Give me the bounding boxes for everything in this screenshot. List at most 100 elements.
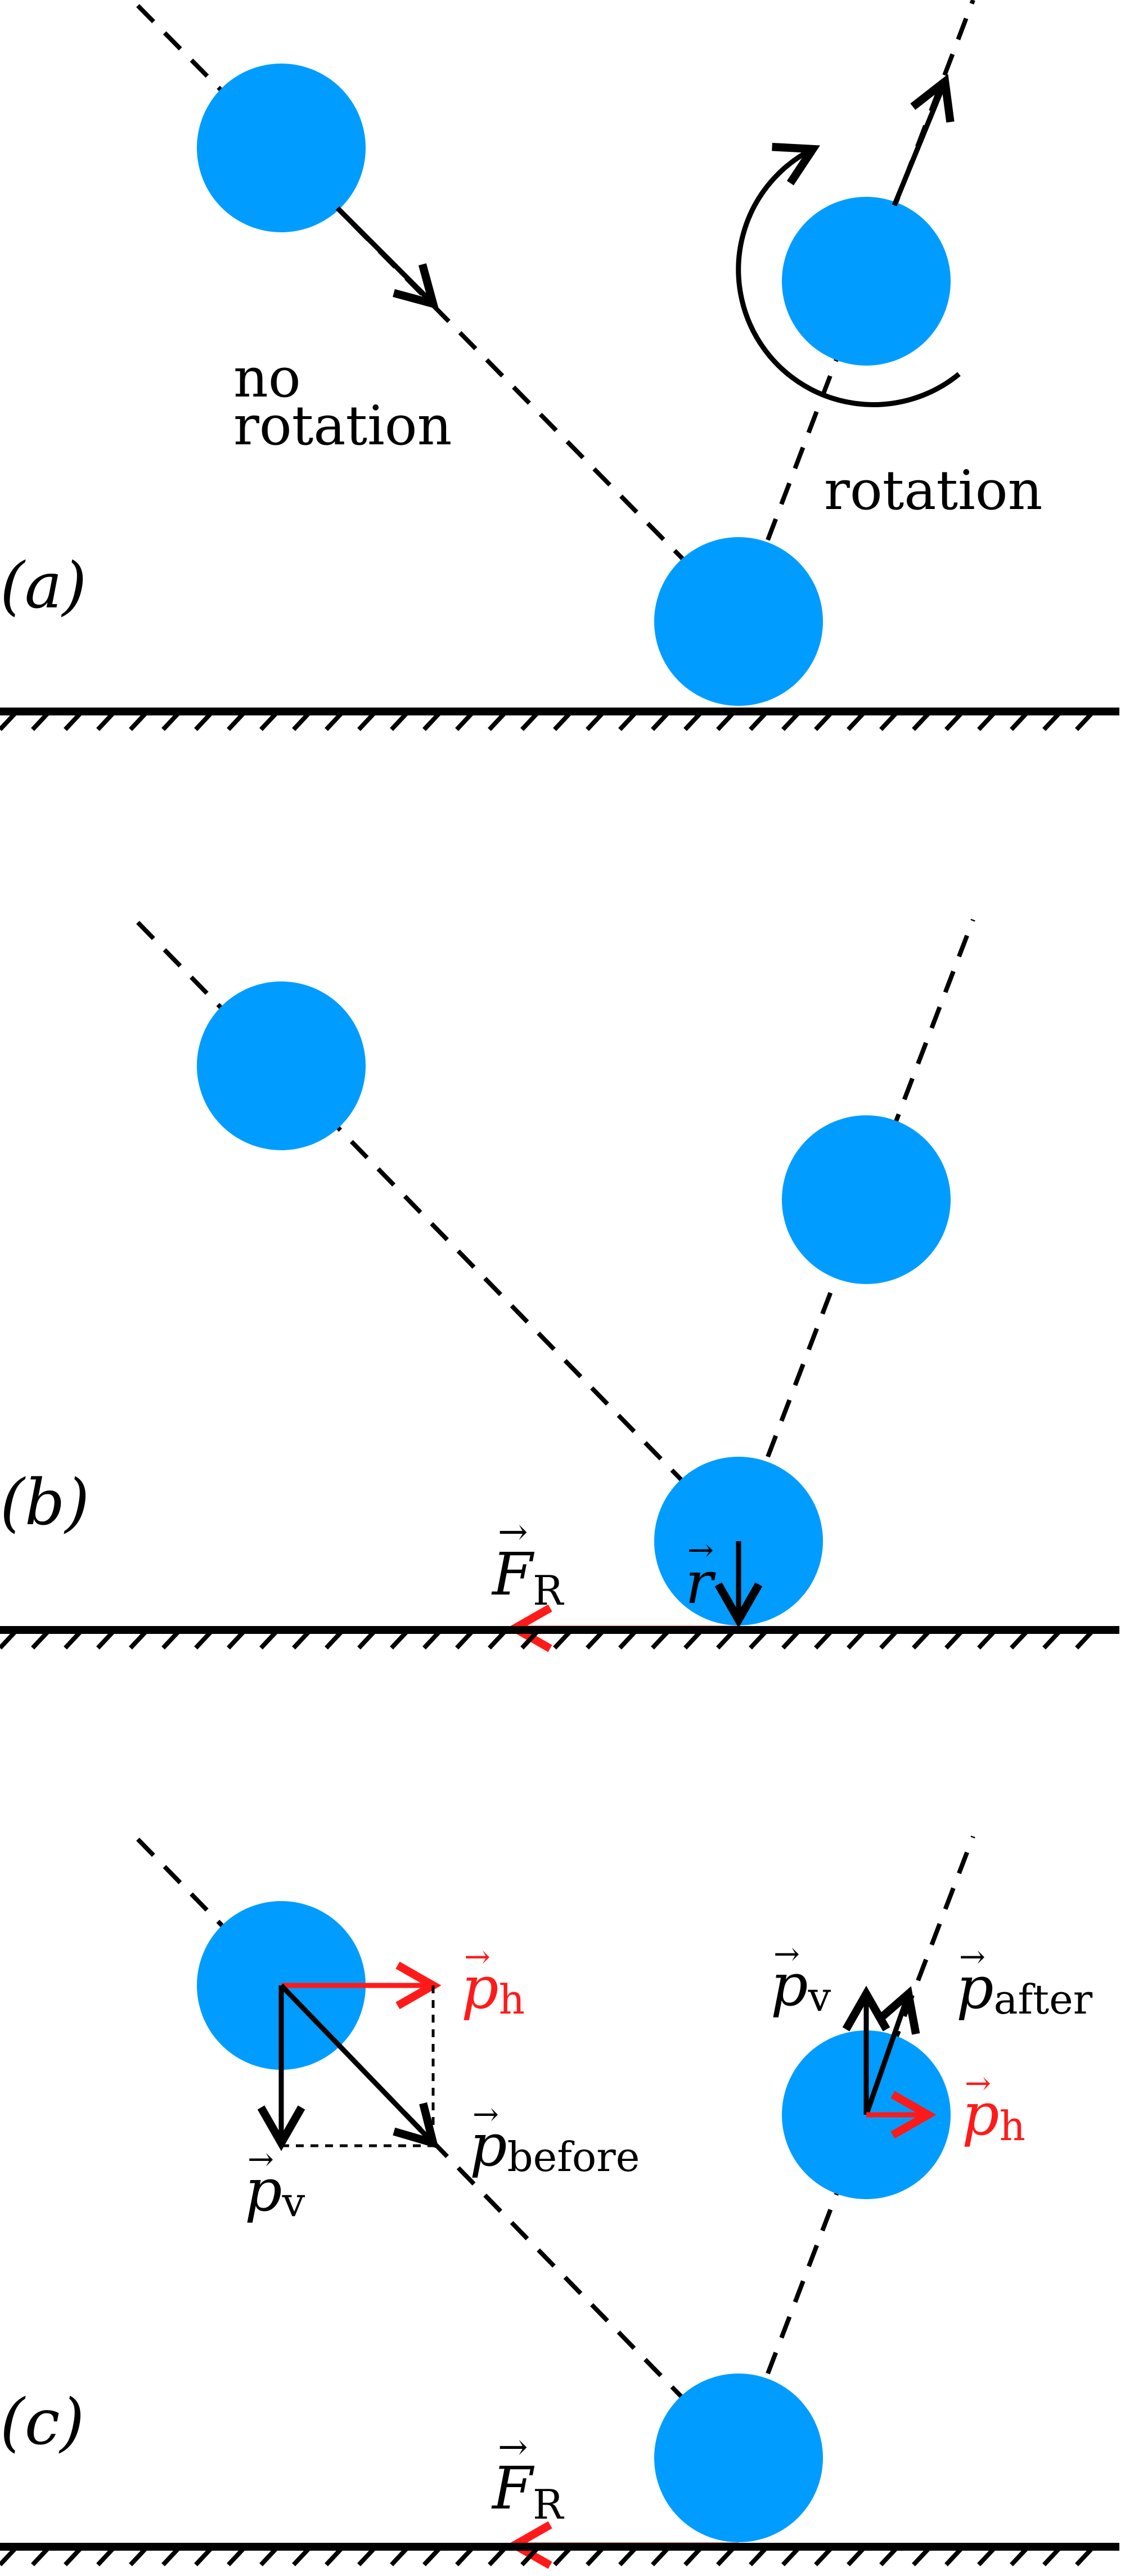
ball-impact: [654, 537, 823, 706]
vector-hat-icon: →: [464, 1939, 490, 1975]
hatch-mark: [651, 710, 671, 731]
hatch-mark: [488, 2545, 508, 2566]
hatch-mark: [390, 710, 410, 731]
incoming-trajectory: [136, 921, 688, 1487]
hatch-mark: [683, 1628, 704, 1650]
hatch-mark: [716, 1628, 736, 1650]
velocity-arrow-outgoing: [892, 74, 955, 206]
hatch-mark: [422, 2545, 443, 2566]
hatch-mark: [161, 1628, 182, 1650]
hatch-mark: [194, 1628, 214, 1650]
panel-a-label: (a): [0, 550, 87, 623]
hatch-mark: [129, 710, 149, 731]
hatch-mark: [455, 710, 475, 731]
hatch-mark: [488, 710, 508, 731]
svg-text:pbefore: pbefore: [470, 2111, 640, 2181]
hatch-mark: [292, 2545, 312, 2566]
hatch-mark: [683, 710, 704, 731]
hatch-mark: [814, 2545, 834, 2566]
svg-text:ph: ph: [461, 1953, 525, 2023]
hatch-mark: [651, 1628, 671, 1650]
hatch-mark: [977, 1628, 997, 1650]
hatch-mark: [64, 1628, 84, 1650]
hatch-mark: [194, 2545, 214, 2566]
hatch-mark: [96, 2545, 116, 2566]
hatch-mark: [912, 710, 932, 731]
hatch-mark: [716, 2545, 736, 2566]
hatch-mark: [96, 1628, 116, 1650]
hatch-mark: [553, 710, 573, 731]
hatch-mark: [259, 710, 280, 731]
hatch-mark: [1042, 2545, 1063, 2566]
hatch-mark: [847, 2545, 867, 2566]
panel-c: ph → pbefore → pv → pv → pafter → ph → F…: [0, 1835, 1119, 2569]
hatch-mark: [325, 2545, 345, 2566]
vector-hat-icon: →: [248, 2141, 274, 2178]
ground-c: [0, 2543, 1119, 2566]
ground-hatching: [0, 2545, 1095, 2566]
hatch-mark: [879, 1628, 899, 1650]
ground-a: [0, 708, 1119, 731]
hatch-mark: [586, 710, 606, 731]
svg-text:FR: FR: [491, 2454, 564, 2528]
no-rotation-label-line1: no: [233, 346, 301, 409]
hatch-mark: [325, 1628, 345, 1650]
hatch-mark: [553, 2545, 573, 2566]
hatch-mark: [586, 1628, 606, 1650]
hatch-mark: [814, 710, 834, 731]
ball-outgoing: [782, 197, 951, 366]
hatch-mark: [161, 710, 182, 731]
svg-text:pafter: pafter: [956, 1953, 1093, 2023]
force-label: FR →: [491, 2426, 564, 2528]
hatch-mark: [814, 1628, 834, 1650]
hatch-mark: [194, 710, 214, 731]
hatch-mark: [520, 1628, 541, 1650]
hatch-mark: [357, 2545, 377, 2566]
ground-hatching: [0, 1628, 1095, 1650]
hatch-mark: [292, 1628, 312, 1650]
hatch-mark: [618, 710, 638, 731]
panel-b-label: (b): [0, 1466, 89, 1539]
hatch-mark: [31, 1628, 51, 1650]
svg-text:r: r: [685, 1548, 716, 1617]
hatch-mark: [781, 1628, 802, 1650]
hatch-mark: [847, 710, 867, 731]
hatch-mark: [129, 2545, 149, 2566]
ball-incoming: [197, 64, 366, 232]
hatch-mark: [586, 2545, 606, 2566]
label-p-h-after: ph →: [962, 2065, 1025, 2150]
hatch-mark: [390, 1628, 410, 1650]
hatch-mark: [31, 2545, 51, 2566]
radius-label: r →: [685, 1532, 716, 1617]
svg-text:pv: pv: [245, 2156, 305, 2226]
p-before-arrow: [279, 1983, 439, 2149]
hatch-mark: [161, 2545, 182, 2566]
hatch-mark: [259, 1628, 280, 1650]
panel-a: no rotation rotation (a): [0, 0, 1119, 731]
hatch-mark: [618, 1628, 638, 1650]
hatch-mark: [0, 710, 19, 731]
hatch-mark: [390, 2545, 410, 2566]
hatch-mark: [422, 710, 443, 731]
hatch-mark: [977, 710, 997, 731]
vector-hat-icon: →: [965, 2065, 991, 2102]
panel-b: FR → r → (b): [0, 918, 1119, 1652]
hatch-mark: [31, 710, 51, 731]
hatch-mark: [553, 1628, 573, 1650]
hatch-mark: [1075, 710, 1095, 731]
hatch-mark: [227, 710, 247, 731]
hatch-mark: [520, 2545, 541, 2566]
hatch-mark: [944, 1628, 965, 1650]
svg-text:ph: ph: [962, 2080, 1025, 2150]
hatch-mark: [651, 2545, 671, 2566]
svg-text:FR: FR: [491, 1540, 564, 1614]
hatch-mark: [879, 710, 899, 731]
hatch-mark: [227, 2545, 247, 2566]
hatch-mark: [325, 710, 345, 731]
vector-hat-icon: →: [498, 2426, 528, 2468]
ball-impact: [654, 2374, 823, 2542]
p-after-arrow: [863, 1986, 920, 2116]
hatch-mark: [357, 710, 377, 731]
ground-hatching: [0, 710, 1095, 731]
